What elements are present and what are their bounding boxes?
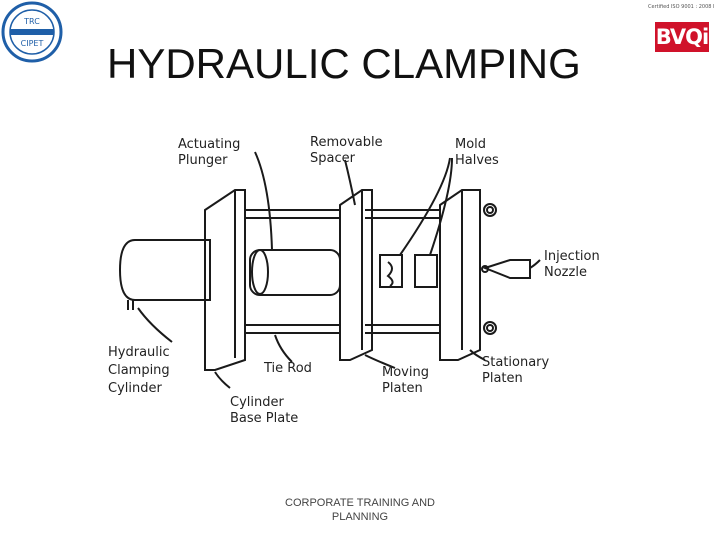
mold-half-right <box>414 254 438 288</box>
actuating-plunger <box>249 249 341 296</box>
hydraulic-clamping-diagram: Actuating Plunger Removable Spacer Mold … <box>108 135 604 426</box>
logo-text-top: TRC <box>23 17 40 26</box>
stationary-platen <box>439 189 481 361</box>
label-moving-platen: Moving Platen <box>382 365 433 396</box>
footer-line-2: PLANNING <box>331 511 389 523</box>
label-mold-halves: Mold Halves <box>455 137 499 168</box>
label-stationary-platen: Stationary Platen <box>482 355 553 386</box>
logo-text-bottom: CIPET <box>21 39 44 48</box>
slide-title: HYDRAULIC CLAMPING <box>107 40 581 87</box>
label-actuating-plunger: Actuating Plunger <box>178 137 244 168</box>
footer-line-1: CORPORATE TRAINING AND <box>285 497 435 509</box>
label-hydraulic-cylinder: Hydraulic Clamping Cylinder <box>108 345 174 396</box>
bvqi-logo: BVQi <box>655 22 709 52</box>
label-tie-rod: Tie Rod <box>263 361 312 376</box>
label-cylinder-base-plate: Cylinder Base Plate <box>230 395 298 426</box>
label-injection-nozzle: Injection Nozzle <box>544 249 604 280</box>
mold-half-left <box>379 254 403 288</box>
moving-platen <box>339 189 373 361</box>
injection-nozzle <box>482 259 531 279</box>
footer-text: CORPORATE TRAINING AND PLANNING <box>260 496 460 524</box>
label-removable-spacer: Removable Spacer <box>310 135 387 166</box>
certification-text: Certified ISO 9001 : 2008 Inc <box>648 4 714 10</box>
cipet-logo: TRC CIPET <box>1 1 63 63</box>
hydraulic-cylinder <box>118 239 211 301</box>
